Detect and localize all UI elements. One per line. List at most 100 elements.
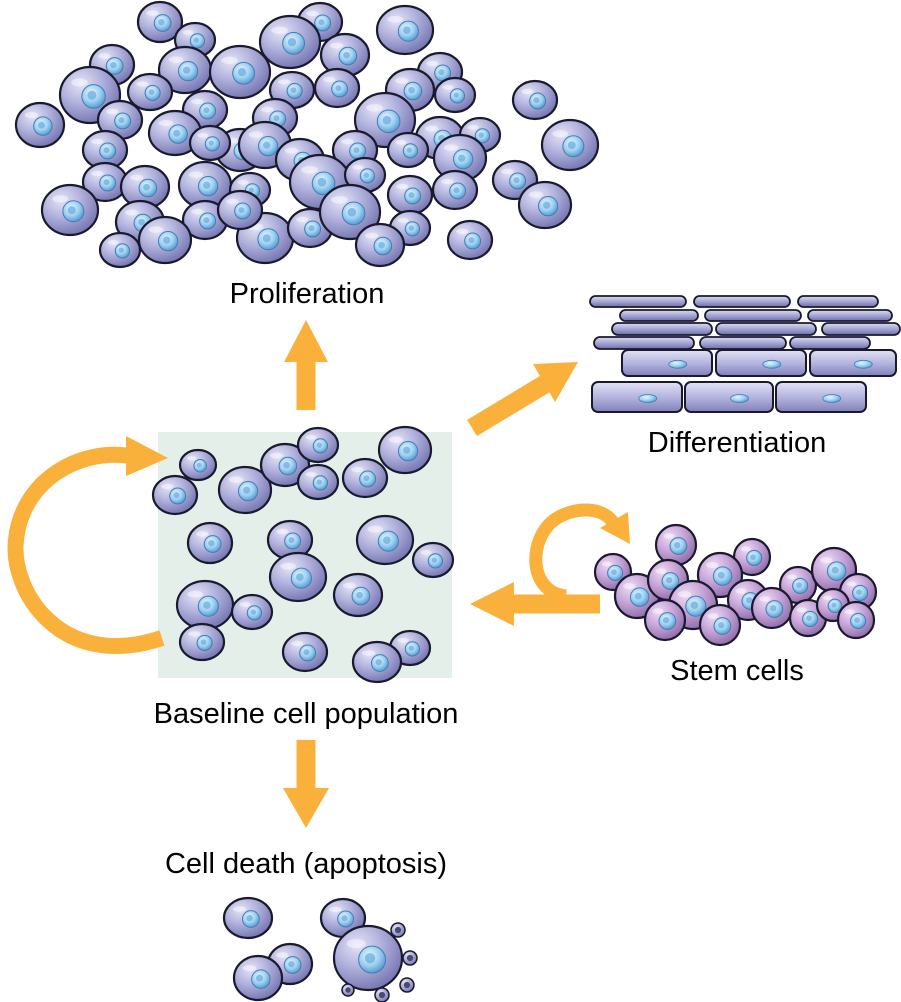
proliferating-cell [40,183,100,237]
flattened-cell [797,295,879,308]
flattened-cell [789,336,871,350]
baseline-cell [259,442,311,488]
differentiated-cell-layers [589,295,901,413]
apoptotic-body [390,922,406,938]
baseline-self-renewal-head [126,436,168,476]
stem-cells-label: Stem cells [670,655,804,687]
flattened-cell [704,309,802,322]
proliferating-cell [432,133,488,183]
baseline-cell [178,448,218,482]
baseline-cell [355,514,415,566]
proliferating-cell [96,99,144,141]
arrows-group [7,320,630,828]
apoptotic-body [399,977,415,993]
proliferating-cell [386,131,430,169]
flattened-cell [589,295,687,308]
baseline-cell [186,521,234,565]
baseline-cell [230,593,274,631]
baseline-cell [281,631,329,673]
apoptotic-body [374,987,390,1002]
proliferating-cell [216,189,264,231]
proliferating-cell [136,0,184,44]
apoptosis-label: Cell death (apoptosis) [165,848,447,880]
baseline-cell [351,640,403,684]
baseline-cell-cluster [151,425,455,684]
stem-cell [750,586,794,630]
stem-cell [643,598,687,642]
baseline-cell [178,622,226,662]
proliferating-cell [318,183,382,241]
proliferating-cell [433,76,477,114]
stem-cell [654,523,698,567]
columnar-cell [715,349,807,377]
flattened-cell [699,336,787,350]
apoptosis-arrow-head [283,788,329,828]
stem-to-baseline-arrow-head [470,582,514,626]
columnar-cell [775,381,867,413]
baseline-cell [341,457,389,499]
flattened-cell [619,309,699,322]
stem-self-renewal-head [600,512,630,544]
flattened-cell [821,322,901,336]
baseline-cell [296,426,340,464]
proliferating-cell [119,164,171,210]
baseline-cell [377,425,433,475]
baseline-cell [217,465,273,515]
proliferating-cell [540,118,600,172]
baseline-label: Baseline cell population [154,698,459,730]
differentiation-arrow-head [533,362,578,402]
proliferating-cell [58,65,122,125]
proliferating-cell [511,79,559,121]
apoptotic-cell [332,924,404,992]
stem-cell [698,603,742,647]
proliferating-cell [446,219,494,261]
apoptotic-body [341,983,355,997]
proliferating-cell [181,199,229,241]
flattened-cell [611,322,713,336]
proliferating-cell [319,32,371,78]
flattened-cell [593,336,695,350]
proliferating-cell [354,222,406,268]
proliferating-cell [517,180,573,230]
proliferating-cell [343,156,387,194]
proliferation-cell-cluster [14,0,600,269]
proliferating-cell [157,45,213,95]
stem-cell [778,565,818,605]
proliferating-cell [375,4,435,56]
proliferating-cell [258,14,322,70]
baseline-cell [175,579,235,631]
proliferating-cell [188,124,232,162]
columnar-cell [621,349,713,377]
apoptotic-cells [222,896,418,1002]
stem-cell [836,600,876,640]
differentiation-arrow-shaft [467,375,550,437]
baseline-cell [332,572,384,618]
proliferating-cell [98,231,142,269]
differentiation-label: Differentiation [648,427,826,459]
stem-cell [593,552,633,592]
columnar-cell [684,381,774,413]
columnar-cell [591,381,683,413]
proliferating-cell [386,174,434,216]
columnar-cell [809,349,897,377]
apoptotic-cell [319,897,367,939]
apoptotic-cell [222,896,274,940]
stem-cell-cluster [593,523,878,647]
flattened-cell [693,295,791,308]
flattened-cell [807,309,893,322]
apoptotic-body [402,950,418,966]
flattened-cell [715,322,817,336]
proliferating-cell [14,101,66,149]
baseline-cell [411,541,455,579]
stem-cell [732,537,772,577]
proliferating-cell [431,169,479,211]
proliferation-label: Proliferation [230,278,385,310]
proliferating-cell [126,72,174,112]
proliferating-cell [137,215,193,265]
baseline-cell [296,463,340,501]
proliferation-arrow-head [284,320,328,362]
stem-self-renewal-loop [529,503,620,603]
apoptotic-cell [232,954,284,1002]
baseline-cell [151,474,199,516]
